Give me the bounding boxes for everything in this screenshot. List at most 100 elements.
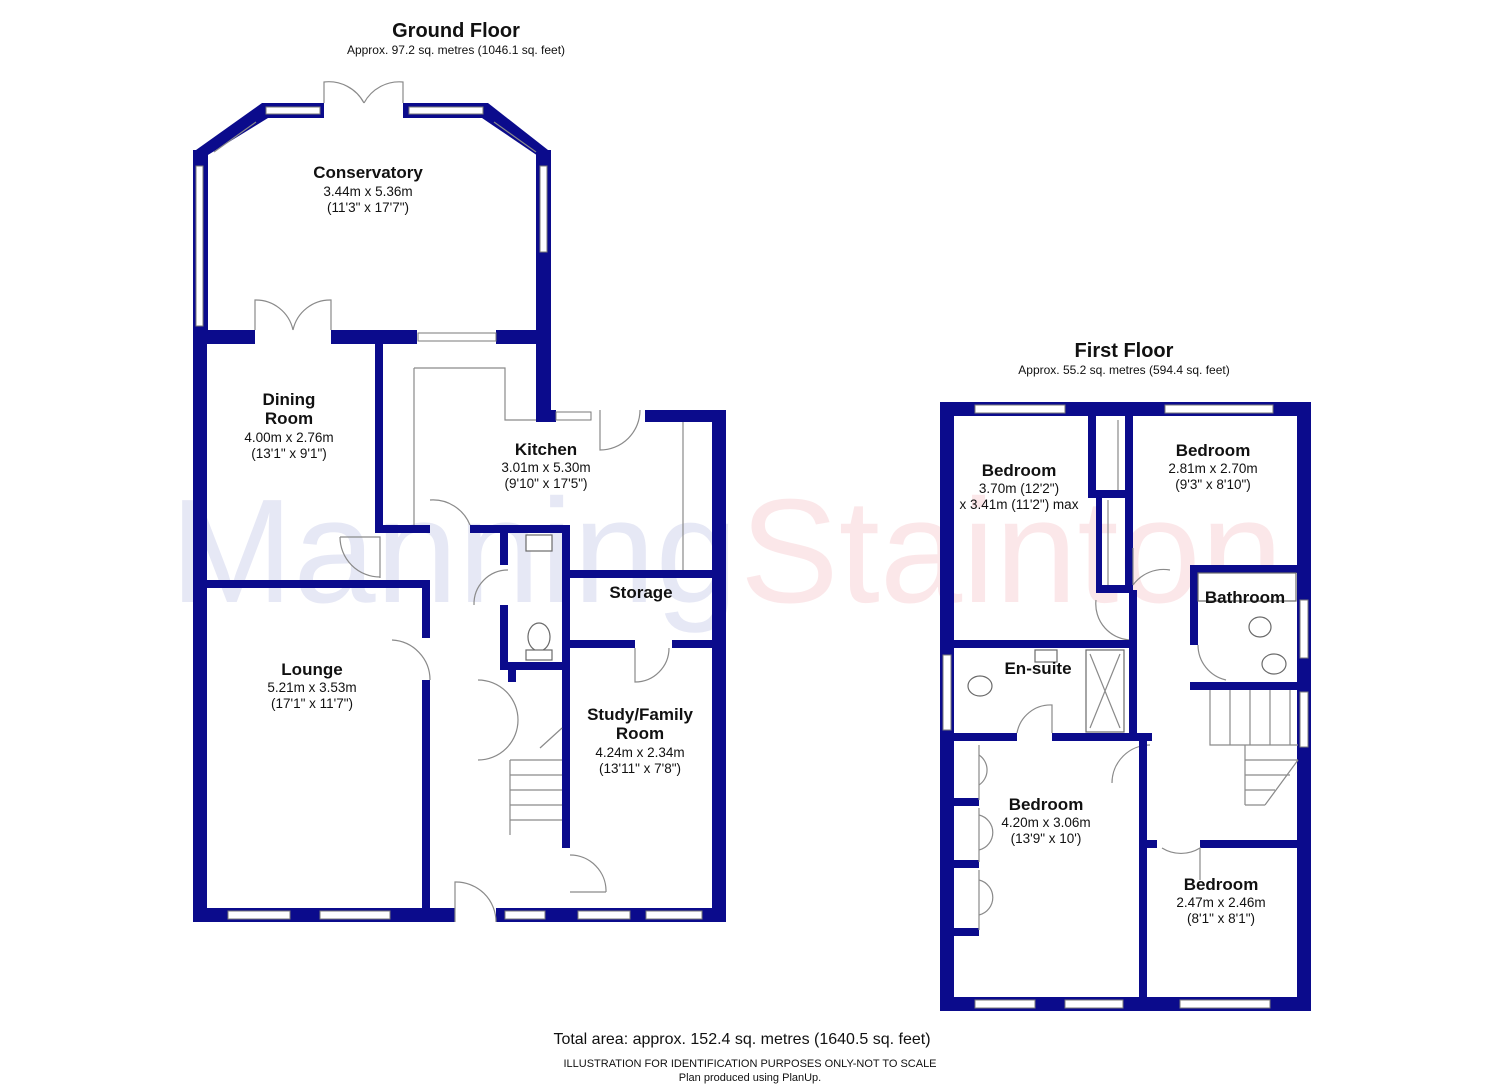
wc-cistern <box>525 649 553 661</box>
room-name: Kitchen <box>515 440 577 459</box>
wall <box>422 680 430 915</box>
wall <box>1147 840 1157 848</box>
wall <box>562 648 570 848</box>
door-swing <box>569 854 607 893</box>
room-name: En-suite <box>1004 659 1071 678</box>
room-dimensions-imperial: (11'3" x 17'7") <box>327 200 409 215</box>
french-door <box>323 81 365 104</box>
room-name: Bedroom <box>1176 441 1251 460</box>
room-name: Lounge <box>281 660 342 679</box>
window <box>1164 404 1274 414</box>
first-floor-area: Approx. 55.2 sq. metres (594.4 sq. feet) <box>1018 363 1229 377</box>
room-name: Bathroom <box>1205 588 1285 607</box>
wall <box>500 605 508 670</box>
door-swing <box>1161 846 1201 880</box>
wall <box>1190 565 1198 645</box>
window <box>577 910 631 920</box>
wall <box>953 928 979 936</box>
wall <box>1129 590 1137 740</box>
door-swing <box>477 719 519 761</box>
room-dimensions-imperial: (9'10" x 17'5") <box>504 476 587 491</box>
credit: Plan produced using PlanUp. <box>679 1072 821 1084</box>
disclaimer: ILLUSTRATION FOR IDENTIFICATION PURPOSES… <box>563 1058 936 1070</box>
room-dimensions-metric: 3.44m x 5.36m <box>323 184 412 199</box>
wall <box>196 103 268 158</box>
wall <box>645 410 725 422</box>
wall <box>200 580 430 588</box>
room-bedroom-4: Bedroom 2.47m x 2.46m (8'1" x 8'1") <box>1176 875 1265 926</box>
first-floor-title: First Floor <box>1075 340 1174 362</box>
watermark-part1: Manning <box>170 469 738 634</box>
wall <box>375 337 383 530</box>
room-dimensions-imperial: (8'1" x 8'1") <box>1187 911 1255 926</box>
door-swing <box>429 499 471 526</box>
kitchen-worktop <box>414 367 536 421</box>
wall <box>562 570 712 578</box>
shower-tray <box>1089 653 1121 729</box>
room-dimensions-metric: 3.70m (12'2") <box>979 481 1059 496</box>
wall <box>1200 840 1305 848</box>
wall <box>1052 733 1152 741</box>
room-dimensions-imperial: (17'1" x 11'7") <box>271 696 353 711</box>
window <box>319 910 391 920</box>
door <box>340 536 381 578</box>
wall <box>536 410 556 422</box>
front-door <box>454 881 497 923</box>
door-swing <box>391 639 431 681</box>
window <box>539 165 548 253</box>
ground-floor-header: Ground Floor Approx. 97.2 sq. metres (10… <box>347 20 565 57</box>
door-swing <box>1016 704 1053 734</box>
wall <box>672 640 717 648</box>
door-swing <box>1197 644 1227 681</box>
room-dimensions-imperial: (13'9" x 10') <box>1011 831 1082 846</box>
room-name: Bedroom <box>1009 795 1084 814</box>
wall <box>331 330 417 344</box>
room-dimensions-metric: 5.21m x 3.53m <box>267 680 356 695</box>
wall <box>508 670 516 682</box>
window <box>942 654 952 731</box>
window <box>265 106 321 115</box>
first-floor-header: First Floor Approx. 55.2 sq. metres (594… <box>1018 340 1229 377</box>
window <box>504 910 546 920</box>
wc-toilet <box>527 622 551 652</box>
room-study: Study/Family Room 4.24m x 2.34m (13'11" … <box>587 705 693 776</box>
first-floor-plan <box>940 402 1311 1011</box>
room-dimensions-imperial: (13'1" x 9'1") <box>251 446 327 461</box>
wall <box>1096 585 1133 593</box>
wall <box>375 525 430 533</box>
room-bathroom: Bathroom <box>1205 588 1285 607</box>
window <box>974 999 1036 1009</box>
wall <box>1125 410 1133 590</box>
wall <box>947 741 953 931</box>
wall <box>712 410 726 922</box>
room-name-line1: Study/Family <box>587 705 693 724</box>
room-bedroom-1: Bedroom 3.70m (12'2") x 3.41m (11'2") ma… <box>960 461 1079 512</box>
room-dimensions-metric: 4.24m x 2.34m <box>595 745 684 760</box>
room-dimensions-metric: 2.47m x 2.46m <box>1176 895 1265 910</box>
wall <box>1088 410 1096 495</box>
room-name-line2: Room <box>265 409 313 428</box>
ground-floor-title: Ground Floor <box>392 20 520 42</box>
room-name-line2: Room <box>616 724 664 743</box>
bathroom-toilet <box>1261 653 1287 675</box>
ensuite-toilet <box>967 675 993 697</box>
ensuite-basin <box>1034 649 1058 663</box>
wall <box>1190 682 1310 690</box>
wall <box>380 580 430 588</box>
staircase <box>1209 690 1298 746</box>
french-door <box>292 299 332 331</box>
staircase <box>539 727 563 749</box>
wc-basin <box>525 534 553 552</box>
window <box>493 121 537 153</box>
door-swing <box>1095 599 1133 641</box>
room-name: Storage <box>609 583 672 602</box>
wall <box>1139 733 1147 1003</box>
room-name: Bedroom <box>982 461 1057 480</box>
bathroom-basin <box>1248 616 1272 638</box>
room-dimensions-metric: 4.20m x 3.06m <box>1001 815 1090 830</box>
wall <box>470 525 570 533</box>
wall <box>947 733 1017 741</box>
watermark: Manning Stainton <box>170 469 1283 634</box>
window <box>555 411 592 421</box>
